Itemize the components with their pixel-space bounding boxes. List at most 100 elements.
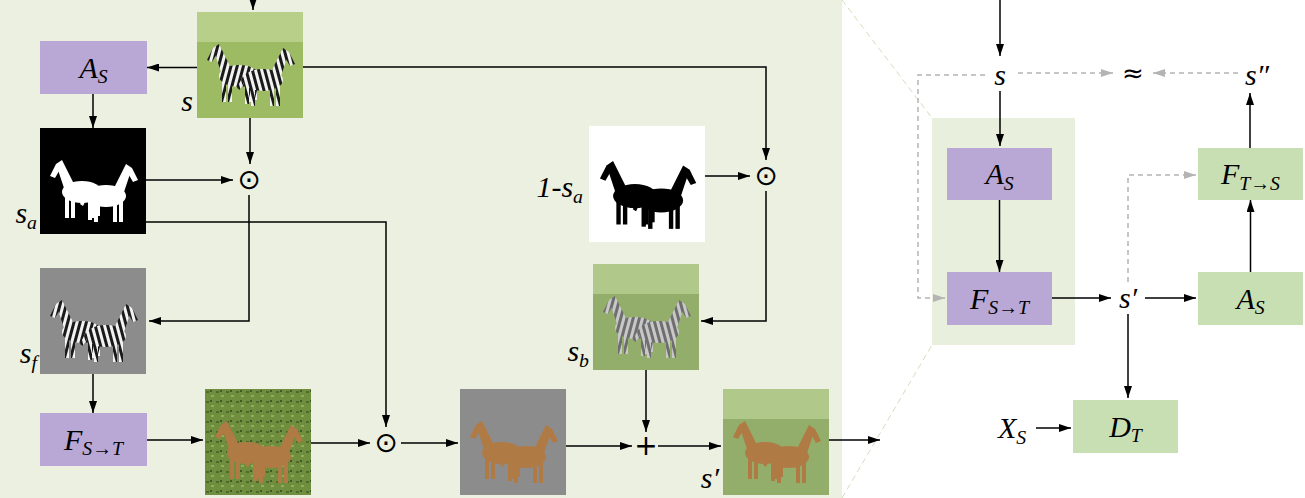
zebra-photo: [197, 12, 303, 118]
math-base: X: [998, 411, 1016, 444]
wire: [1153, 72, 1238, 74]
image-label: sf: [20, 338, 37, 368]
image-label: s: [181, 86, 193, 116]
image-panel: s: [197, 12, 303, 118]
math-label: XS: [998, 413, 1026, 443]
math-subscript: f: [32, 351, 38, 373]
math-base: F: [970, 282, 988, 315]
wire: [303, 67, 766, 160]
wire: [1145, 297, 1196, 299]
wire: [1052, 297, 1111, 299]
wire: [146, 222, 386, 427]
wire: [1036, 427, 1071, 429]
output-photo: [723, 389, 829, 495]
box-label: FT→S: [1221, 159, 1280, 189]
wire: [999, 91, 1001, 146]
network-box: AS: [947, 148, 1052, 200]
math-base: s: [15, 196, 27, 229]
box-label: AS: [79, 53, 107, 83]
network-box: AS: [1198, 272, 1303, 325]
background-photo: [593, 264, 699, 370]
image-label: sb: [567, 336, 589, 366]
box-label: DT: [1109, 412, 1142, 442]
math-base: D: [1109, 410, 1131, 443]
math-base: A: [79, 51, 97, 84]
image-label: sa: [15, 198, 37, 228]
operator-symbol: +: [634, 432, 657, 460]
wire: [401, 442, 458, 444]
math-subscript: T: [1131, 424, 1142, 446]
wire: [252, 0, 254, 10]
image-label: s′: [701, 463, 719, 493]
operator-symbol: ⊙: [237, 166, 260, 194]
math-base: F: [1221, 157, 1239, 190]
masked-translation: [460, 389, 566, 495]
wire: [705, 175, 750, 177]
network-box: FT→S: [1198, 148, 1303, 200]
flow-wires: [146, 0, 1250, 446]
math-base: s: [20, 336, 32, 369]
box-label: FS→T: [64, 425, 123, 455]
wire: [249, 118, 251, 164]
math-label: s: [994, 60, 1006, 90]
foreground-photo: [40, 268, 146, 374]
math-subscript: b: [579, 349, 589, 371]
wire: [829, 439, 880, 441]
image-panel: sb: [593, 264, 699, 370]
math-subscript: S→T: [82, 437, 123, 459]
wire: [645, 370, 647, 432]
image-label: 1-sa: [536, 172, 583, 202]
zoom-line: [842, 345, 932, 498]
wire: [566, 445, 632, 447]
zoom-region: [932, 118, 1075, 345]
flow-arrow: [92, 94, 94, 128]
attention-mask: [40, 128, 146, 234]
wire: [149, 195, 249, 321]
box-label: AS: [985, 159, 1013, 189]
math-base: 1-s: [536, 170, 573, 203]
math-subscript: S: [1004, 172, 1014, 194]
wire: [1249, 93, 1251, 148]
flow-arrow: [147, 67, 197, 69]
box-label: FS→T: [970, 284, 1029, 314]
image-panel: sa: [40, 128, 146, 234]
image-panel: s′: [723, 389, 829, 495]
operator-symbol: ⊙: [374, 429, 397, 457]
wire: [147, 439, 203, 441]
wire: [658, 445, 721, 447]
math-label: s″: [1245, 60, 1269, 90]
network-box: AS: [40, 41, 147, 94]
math-subscript: a: [573, 185, 583, 207]
math-base: A: [1236, 282, 1254, 315]
math-base: s: [567, 334, 579, 367]
flow-arrow: [92, 374, 94, 413]
flow-arrow: [1250, 200, 1252, 272]
math-label: s′: [1119, 283, 1137, 313]
wire: [1128, 175, 1196, 282]
math-subscript: T→S: [1239, 172, 1280, 194]
box-label: AS: [1236, 284, 1264, 314]
math-subscript: S: [1255, 296, 1265, 318]
wire: [701, 191, 766, 321]
translated-photo: [205, 389, 311, 495]
left-panel: [0, 0, 842, 498]
math-subscript: a: [27, 211, 37, 233]
math-base: A: [985, 157, 1003, 190]
math-base: F: [64, 423, 82, 456]
math-subscript: S: [1016, 426, 1026, 448]
network-box: FS→T: [947, 272, 1052, 325]
dashed-wires: [918, 73, 1238, 298]
approx-symbol: ≈: [1122, 60, 1144, 86]
wire: [146, 179, 233, 181]
wire: [1127, 314, 1129, 398]
inverse-mask: [589, 126, 705, 242]
wire: [999, 0, 1001, 56]
wire: [1018, 72, 1113, 74]
flow-arrow: [999, 200, 1001, 272]
wire: [311, 442, 370, 444]
operator-symbol: ⊙: [754, 162, 777, 190]
image-panel: 1-sa: [589, 126, 705, 242]
network-box: DT: [1073, 400, 1178, 453]
